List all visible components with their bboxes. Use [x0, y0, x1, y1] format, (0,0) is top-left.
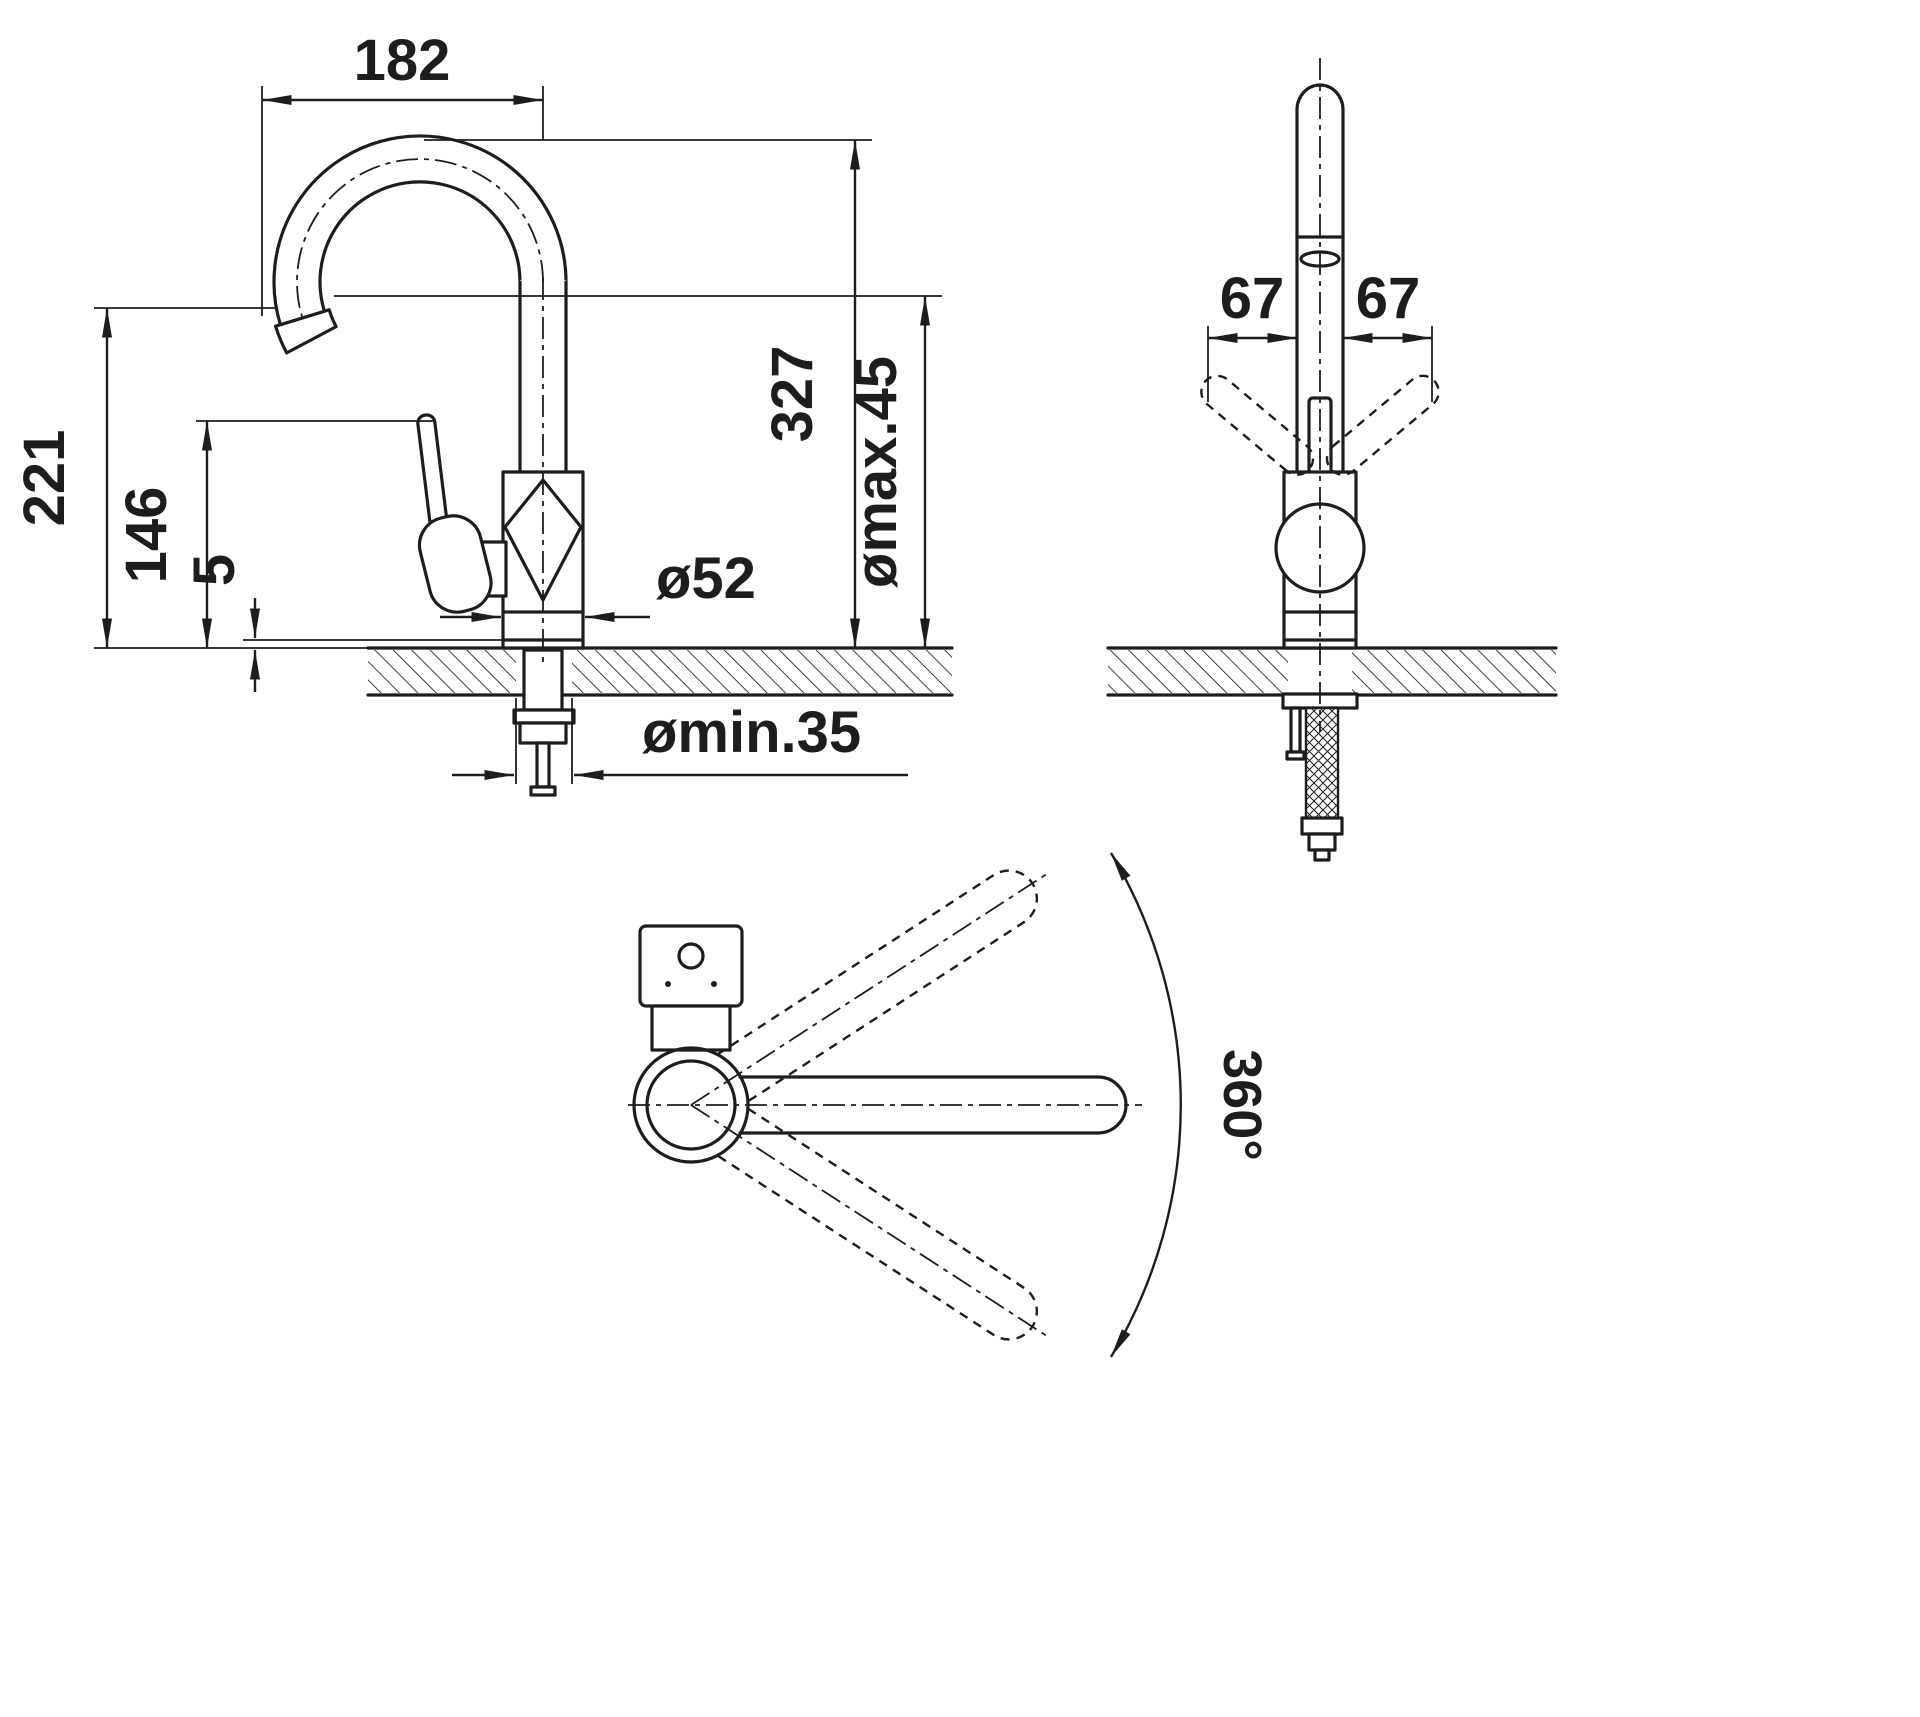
dimensions-side: 182 221 146 5 327 ømax.45 [12, 28, 942, 784]
handle-neck-top [650, 1004, 732, 1052]
dim-label-swing-right: 67 [1356, 266, 1421, 331]
faucet-front [1200, 83, 1440, 650]
aerator-nozzle [274, 308, 338, 355]
dim-label-hole-max: ømax.45 [844, 356, 909, 588]
dimensions-front: 67 67 [1207, 266, 1433, 402]
front-view: 67 67 [1106, 58, 1558, 862]
handle-swing-left [1200, 374, 1315, 476]
mounting-hardware-side [512, 648, 576, 797]
dim-label-spout-reach: 182 [354, 28, 451, 93]
handle-base [417, 514, 493, 614]
spout-swing-lower [690, 1104, 1048, 1341]
spout-swing-upper [690, 869, 1048, 1106]
dim-label-base-diameter: ø52 [656, 546, 756, 611]
hose-nut [1300, 816, 1344, 836]
dim-label-hole-min: ømin.35 [642, 700, 861, 765]
centerlines-side [296, 158, 544, 664]
handle-cap-circle [677, 942, 705, 970]
dim-label-spout-height: 221 [12, 430, 77, 527]
dim-label-handle-height: 146 [114, 487, 179, 584]
handle-swing-right [1325, 374, 1440, 476]
spout-tube [274, 135, 566, 325]
dim-label-swing-left: 67 [1220, 266, 1285, 331]
side-view: 182 221 146 5 327 ømax.45 [12, 28, 954, 797]
top-view: 360° [628, 852, 1272, 1358]
rotation-arc [1109, 852, 1182, 1358]
dim-label-total-height: 327 [760, 346, 825, 443]
indicator-dot-right [711, 981, 717, 987]
mounting-hardware-front [1281, 692, 1359, 862]
handle-top [638, 924, 744, 1052]
countertop-section-side [366, 646, 954, 697]
countertop-section-front [1106, 646, 1558, 697]
dim-label-base-plate: 5 [182, 554, 247, 586]
faucet-side [272, 134, 585, 650]
indicator-dot-left [665, 981, 671, 987]
spout-tube-front [1295, 83, 1345, 475]
supply-hose [1304, 706, 1340, 820]
dim-label-rotation: 360° [1212, 1049, 1272, 1161]
